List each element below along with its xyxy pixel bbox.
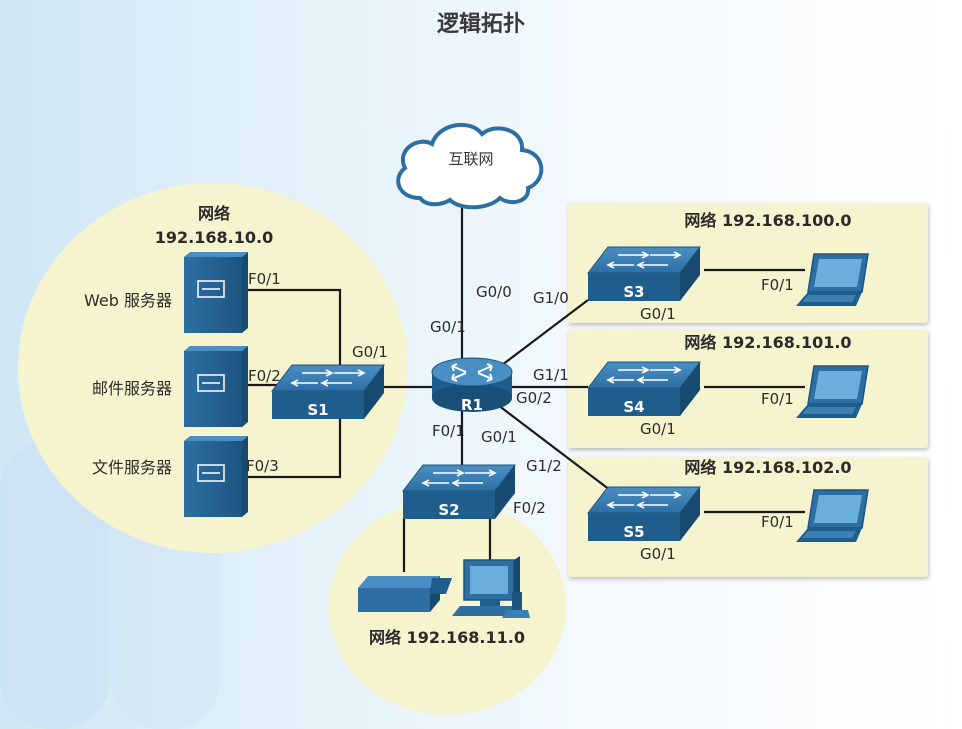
port-s1-g01: G0/1: [352, 343, 388, 361]
port-s4-g01: G0/1: [640, 420, 676, 438]
desktop-computer-icon: [452, 556, 530, 618]
switch-s5: S5: [587, 486, 701, 542]
port-s3-f01: F0/1: [761, 276, 794, 294]
port-s1-f03: F0/3: [246, 457, 279, 475]
port-s5-f01: F0/1: [761, 513, 794, 531]
port-r1-g10: G1/0: [533, 289, 569, 307]
port-s2-f02: F0/2: [513, 499, 546, 517]
port-s1-f02: F0/2: [248, 367, 281, 385]
port-r1-f01: F0/1: [432, 422, 465, 440]
network-101-label: 网络 192.168.101.0: [684, 333, 851, 352]
file-server: 文件服务器: [92, 435, 249, 518]
pc-workstation: [452, 556, 530, 618]
router-icon: [431, 357, 513, 412]
cloud-icon: [396, 123, 544, 210]
port-r1-g12: G1/2: [526, 457, 562, 475]
mail-server: 邮件服务器: [92, 345, 249, 428]
web-server: Web 服务器: [84, 251, 249, 334]
router-r1: R1: [431, 357, 513, 414]
network-10-label-top: 网络: [198, 204, 230, 223]
port-s3-g01: G0/1: [640, 305, 676, 323]
port-r1-g00: G0/0: [476, 283, 512, 301]
port-r1-g01: G0/1: [430, 318, 466, 336]
network-11-label: 网络 192.168.11.0: [369, 628, 525, 647]
switch-s3: S3: [587, 246, 701, 302]
file-server-label: 文件服务器: [92, 458, 172, 477]
links: [242, 200, 805, 572]
network-zone-192-168-11-0: [328, 499, 566, 715]
port-r1-g11: G1/1: [533, 366, 569, 384]
link-r1-s3: [497, 299, 589, 369]
switch-s2-label: S2: [438, 501, 459, 519]
port-s5-g01: G0/1: [640, 545, 676, 563]
router-label: R1: [461, 396, 483, 414]
port-labels: G0/0 G0/1 G1/0 G1/1 G1/2 F0/1 G0/1 F0/1 …: [246, 270, 794, 563]
link-s1-web: [242, 288, 342, 365]
server-icon: [183, 251, 249, 334]
network-102-label: 网络 192.168.102.0: [684, 458, 851, 477]
port-s4-g02: G0/2: [516, 389, 552, 407]
switch-s1: S1: [271, 364, 385, 420]
printer: [358, 576, 452, 612]
network-100-label: 网络 192.168.100.0: [684, 211, 851, 230]
port-s2-g01: G0/1: [481, 428, 517, 446]
page-title: 逻辑拓扑: [437, 11, 525, 37]
switch-s3-label: S3: [623, 283, 644, 301]
link-r1-s5: [497, 404, 611, 491]
printer-icon: [358, 576, 452, 612]
network-zone-192-168-101-0: [568, 330, 928, 448]
network-10-label-address: 192.168.10.0: [155, 228, 273, 247]
link-s1-file: [242, 418, 342, 479]
internet-cloud: 互联网: [396, 123, 544, 210]
switch-s1-label: S1: [307, 401, 328, 419]
port-s1-f01: F0/1: [248, 270, 281, 288]
mail-server-label: 邮件服务器: [92, 379, 172, 398]
switch-s5-label: S5: [623, 523, 644, 541]
switch-s2: S2: [402, 464, 516, 520]
switch-s4: S4: [587, 361, 701, 417]
web-server-label: Web 服务器: [84, 291, 172, 310]
switch-s4-label: S4: [623, 398, 644, 416]
cloud-label: 互联网: [448, 150, 493, 168]
server-icon: [183, 345, 249, 428]
port-s4-f01: F0/1: [761, 390, 794, 408]
server-icon: [183, 435, 249, 518]
